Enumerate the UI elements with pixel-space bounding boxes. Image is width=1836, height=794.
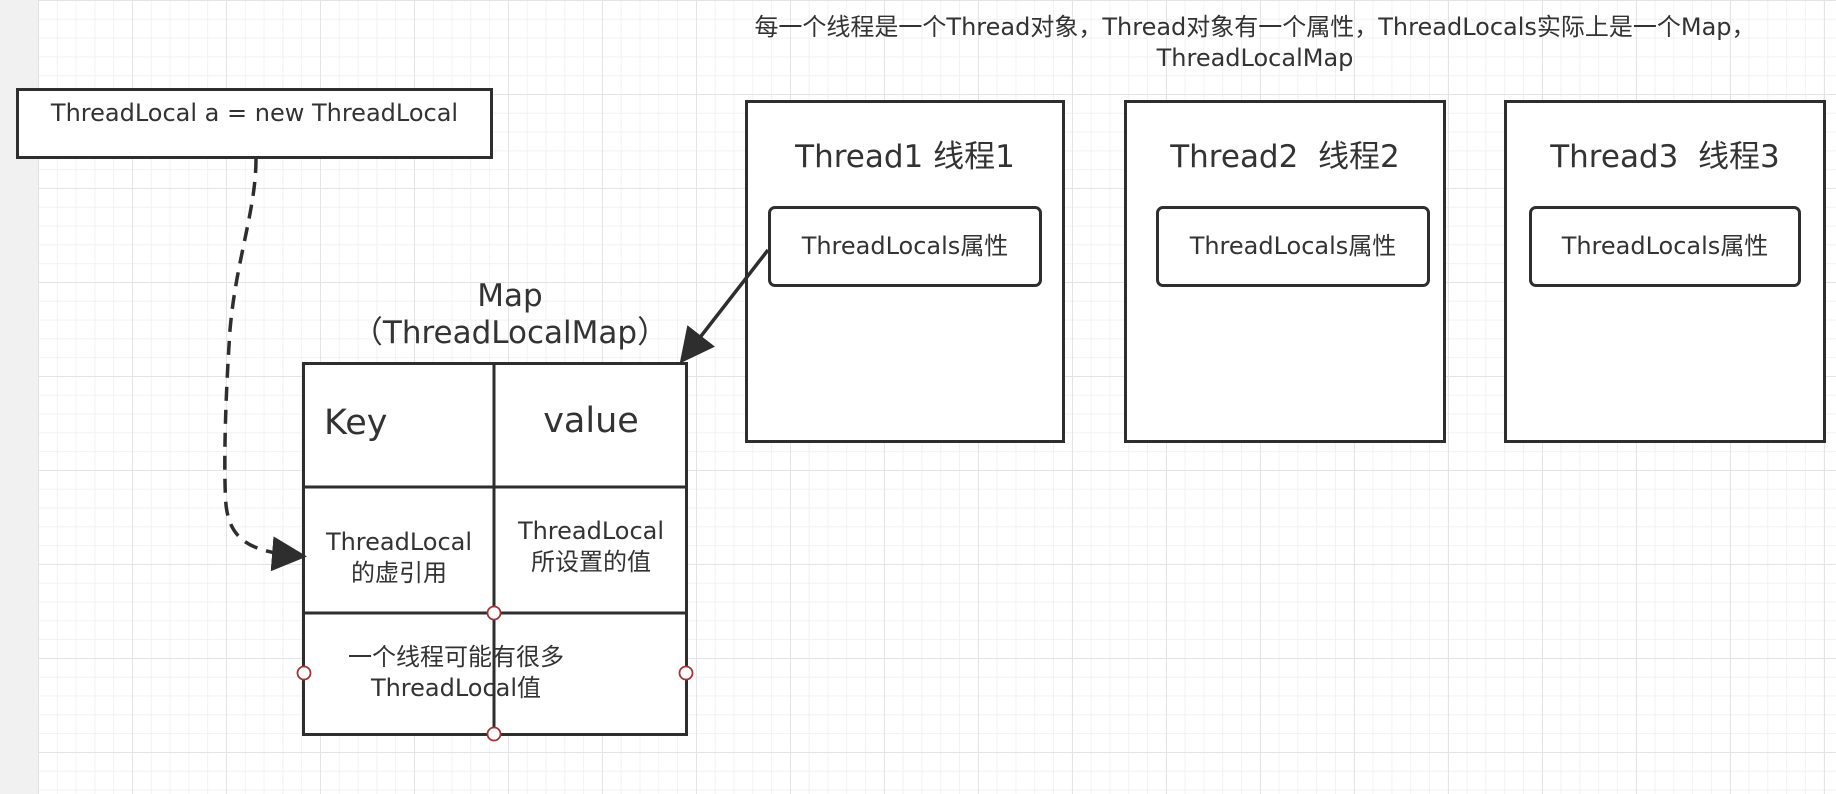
map-row-key-line2: 的虚引用 (351, 559, 447, 588)
map-row-value-line1: ThreadLocal (517, 517, 665, 545)
thread2-threadlocals-attribute[interactable]: ThreadLocals属性 (1156, 206, 1430, 287)
thread1-title: Thread1 线程1 (795, 139, 1015, 175)
selection-handle-top[interactable] (486, 605, 502, 621)
map-row-key-cell: ThreadLocal 的虚引用 (302, 527, 496, 589)
map-header-key: Key (324, 403, 388, 443)
top-note-line1: 每一个线程是一个Thread对象，Thread对象有一个属性，ThreadLoc… (754, 13, 1756, 41)
map-title-line2: （ThreadLocalMap） (351, 315, 669, 352)
map-footer-note: 一个线程可能有很多 ThreadLocal值 (326, 642, 586, 704)
map-footer-line2: ThreadLocal值 (370, 674, 542, 703)
map-header-value: value (543, 401, 639, 441)
threadlocal-declaration-box[interactable]: ThreadLocal a = new ThreadLocal (16, 88, 493, 159)
top-note-line2: ThreadLocalMap (1156, 44, 1354, 73)
map-row-value-cell: ThreadLocal 所设置的值 (494, 516, 688, 578)
selection-handle-left[interactable] (296, 665, 312, 681)
map-title-line1: Map (477, 278, 543, 314)
top-note: 每一个线程是一个Thread对象，Thread对象有一个属性，ThreadLoc… (700, 12, 1810, 74)
threadlocal-declaration-text: ThreadLocal a = new ThreadLocal (50, 99, 459, 127)
thread3-threadlocals-attribute[interactable]: ThreadLocals属性 (1529, 206, 1801, 287)
thread3-title: Thread3 线程3 (1550, 139, 1780, 175)
map-row-key-line1: ThreadLocal (325, 528, 473, 556)
map-title: Map （ThreadLocalMap） (340, 278, 680, 352)
map-row-value-line2: 所设置的值 (531, 548, 651, 577)
thread2-title: Thread2 线程2 (1170, 139, 1400, 175)
map-footer-line1: 一个线程可能有很多 (348, 643, 564, 671)
thread1-to-map-arrow (679, 248, 770, 364)
thread1-threadlocals-attribute[interactable]: ThreadLocals属性 (768, 206, 1042, 287)
selection-handle-right[interactable] (678, 665, 694, 681)
reference-dashed-arrow (223, 158, 307, 572)
selection-handle-bottom[interactable] (486, 726, 502, 742)
